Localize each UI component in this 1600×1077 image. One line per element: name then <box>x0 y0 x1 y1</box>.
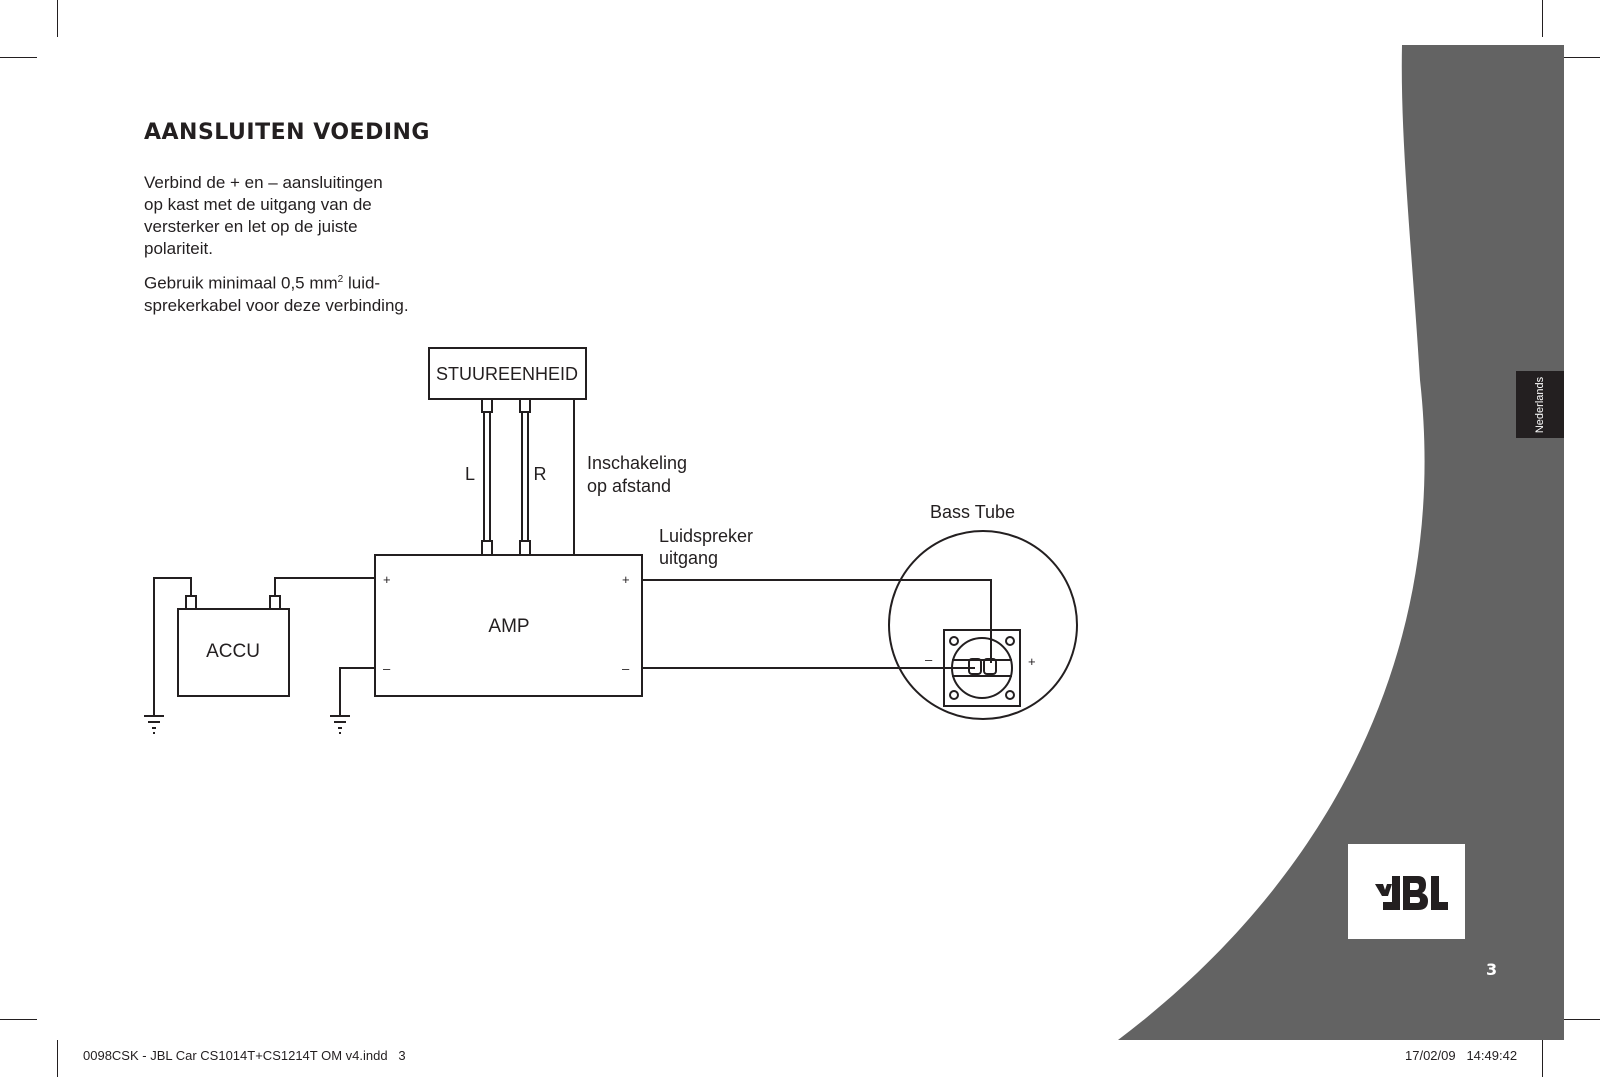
jbl-logo <box>1348 844 1465 939</box>
superscript: 2 <box>337 274 344 285</box>
paragraph-line: Gebruik minimaal 0,5 mm2 luid- <box>144 269 444 295</box>
connector <box>519 540 531 556</box>
ground-wire <box>153 577 192 716</box>
right-channel-label: R <box>534 464 547 484</box>
footer-timestamp: 17/02/09 14:49:42 <box>1405 1048 1518 1063</box>
tube-minus: – <box>925 652 933 667</box>
remote-label: Inschakeling <box>587 453 687 473</box>
connector <box>481 398 493 413</box>
logo-j-stem <box>1392 876 1400 910</box>
intro-paragraph: Verbind de + en – aansluitingen op kast … <box>144 172 444 260</box>
ground-symbol <box>144 715 164 734</box>
amp-minus-left: – <box>383 661 391 676</box>
jbl-logo-mark <box>1375 876 1448 910</box>
amp-label: AMP <box>488 616 529 637</box>
control-unit-label: STUUREENHEID <box>436 364 578 384</box>
footer-file: 0098CSK - JBL Car CS1014T+CS1214T OM v4.… <box>83 1048 406 1063</box>
amp-ground-wire <box>339 667 375 716</box>
paragraph-line: Verbind de + en – aansluitingen <box>144 173 383 192</box>
logo-b <box>1403 876 1428 910</box>
battery-box <box>177 608 290 697</box>
battery-label: ACCU <box>206 641 260 662</box>
crop-mark <box>1563 57 1600 58</box>
remote-label: op afstand <box>587 476 671 496</box>
paragraph-line: sprekerkabel voor deze verbinding. <box>144 295 409 315</box>
connector <box>481 540 493 556</box>
logo-l-stem <box>1431 876 1439 910</box>
amp-plus-right: + <box>622 572 630 587</box>
terminal-post <box>968 658 982 675</box>
screw-icon <box>1005 690 1015 700</box>
page-number: 3 <box>1486 960 1498 979</box>
battery-terminal <box>185 595 197 610</box>
ground-symbol <box>330 715 350 734</box>
amp-box <box>374 554 643 697</box>
side-panel-shape <box>1118 45 1564 1040</box>
crop-mark <box>57 0 58 37</box>
screw-icon <box>1005 636 1015 646</box>
crop-mark <box>0 57 37 58</box>
paragraph-line: op kast met de uitgang van de <box>144 195 372 214</box>
power-wire <box>274 577 375 596</box>
paragraph-line: versterker en let op de juiste <box>144 217 358 236</box>
crop-mark <box>1542 0 1543 37</box>
crop-mark <box>57 1040 58 1077</box>
language-tab: Nederlands <box>1516 371 1564 438</box>
language-label: Nederlands <box>1534 376 1546 433</box>
cable-paragraph: Gebruik minimaal 0,5 mm2 luid- sprekerka… <box>144 269 444 317</box>
terminal-plate <box>943 629 1021 707</box>
crop-mark <box>0 1019 37 1020</box>
logo-exclamation <box>1375 884 1392 896</box>
speaker-output-label: uitgang <box>659 548 718 568</box>
logo-l-foot <box>1431 902 1448 910</box>
control-unit-box <box>428 347 587 400</box>
bass-tube-label: Bass Tube <box>930 502 1015 522</box>
terminal-post <box>983 658 997 675</box>
logo-j-foot <box>1383 902 1400 910</box>
speaker-wire-plus <box>642 579 992 663</box>
page-title: AANSLUITEN VOEDING <box>144 120 430 145</box>
screw-icon <box>949 690 959 700</box>
crop-mark <box>1563 1019 1600 1020</box>
bass-tube-outline <box>888 530 1078 720</box>
paragraph-text: luid- <box>343 273 381 293</box>
crop-mark <box>1542 1040 1543 1077</box>
left-channel-label: L <box>465 464 475 484</box>
amp-plus-left: + <box>383 572 391 587</box>
amp-minus-right: – <box>622 661 630 676</box>
connector <box>519 398 531 413</box>
speaker-output-label: Luidspreker <box>659 526 753 546</box>
terminal-cup <box>951 637 1013 699</box>
screw-icon <box>949 636 959 646</box>
battery-terminal <box>269 595 281 610</box>
paragraph-line: polariteit. <box>144 239 213 258</box>
tube-plus: + <box>1028 654 1036 669</box>
paragraph-text: Gebruik minimaal 0,5 mm <box>144 273 338 293</box>
